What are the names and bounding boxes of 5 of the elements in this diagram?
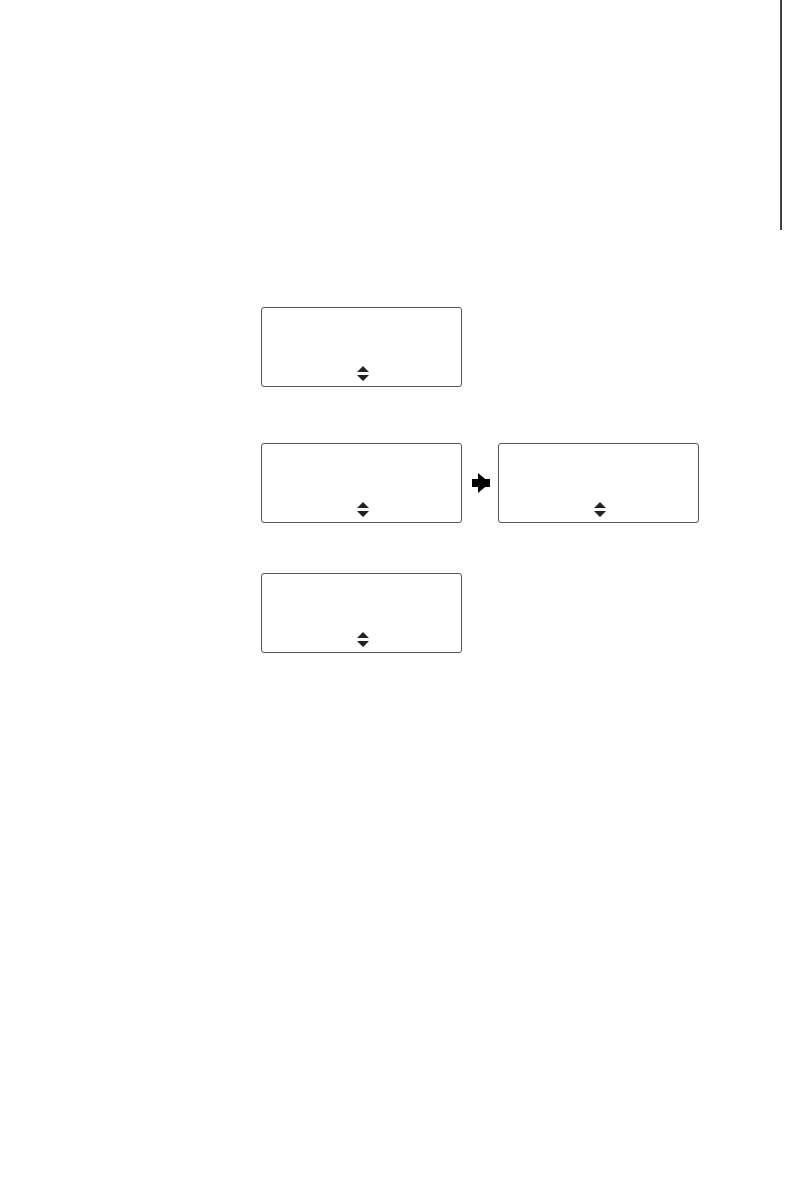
display-screen [498, 443, 699, 523]
arrow [472, 473, 490, 493]
display-screen [261, 443, 462, 523]
display-screen [261, 307, 462, 387]
display-screen [261, 573, 462, 653]
